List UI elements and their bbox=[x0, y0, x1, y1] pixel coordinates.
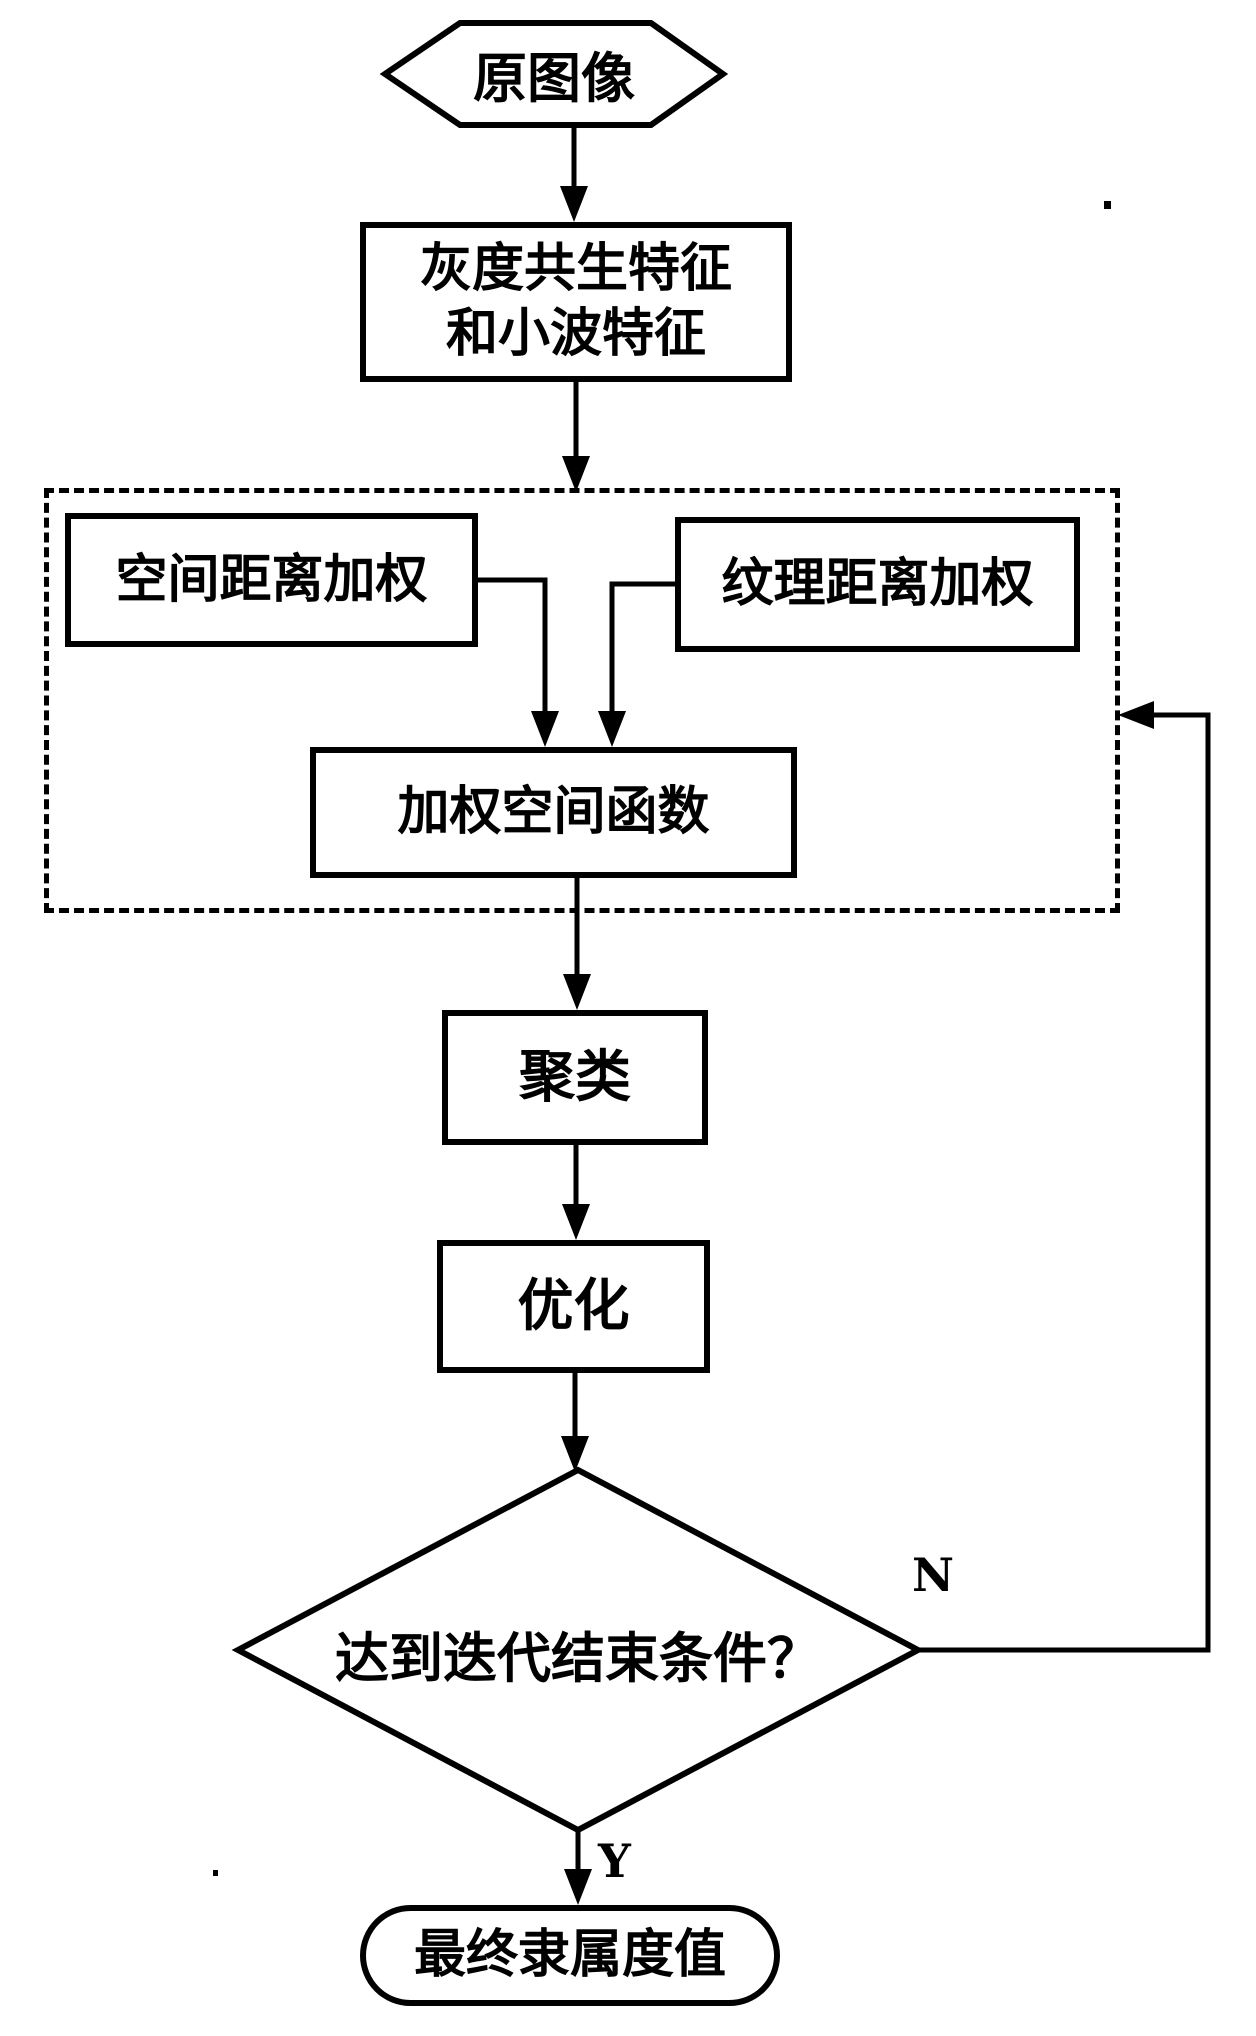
source-hexagon-shape bbox=[379, 20, 729, 128]
spatial-label: 空间距离加权 bbox=[115, 549, 428, 610]
arrowhead-cluster-icon bbox=[563, 974, 591, 1010]
arrowhead-optimize-icon bbox=[562, 1204, 590, 1240]
source-label: 原图像 bbox=[473, 46, 635, 110]
scan-speck-top-right bbox=[1104, 201, 1111, 209]
decision-label: 达到迭代结束条件？ bbox=[335, 1626, 821, 1690]
arrowhead-group-entry-icon bbox=[562, 456, 590, 492]
arrowhead-no-loop-icon bbox=[1118, 701, 1154, 729]
node-weighted-spatial-function: 加权空间函数 bbox=[310, 747, 797, 878]
node-spatial-distance-weighting: 空间距离加权 bbox=[65, 513, 478, 647]
arrowhead-weighted-left-icon bbox=[531, 711, 559, 747]
weighted-label: 加权空间函数 bbox=[397, 782, 710, 842]
edge-texture-to-weighted bbox=[609, 581, 675, 715]
node-final-membership-value: 最终隶属度值 bbox=[360, 1905, 780, 2006]
arrowhead-weighted-right-icon bbox=[598, 711, 626, 747]
node-optimization: 优化 bbox=[437, 1240, 710, 1373]
optimize-label: 优化 bbox=[517, 1273, 630, 1339]
node-clustering: 聚类 bbox=[442, 1010, 708, 1145]
features-label-line2: 和小波特征 bbox=[445, 304, 706, 364]
scan-speck-bottom-left bbox=[213, 1870, 218, 1876]
branch-label-yes: Y bbox=[598, 1834, 631, 1888]
arrowhead-features-icon bbox=[560, 186, 588, 222]
arrowhead-decision-icon bbox=[561, 1436, 589, 1472]
edge-decision-no-loop bbox=[918, 712, 1211, 1653]
decision-diamond-shape bbox=[231, 1466, 925, 1834]
arrowhead-result-icon bbox=[564, 1869, 592, 1905]
cluster-label: 聚类 bbox=[519, 1044, 631, 1110]
texture-label: 纹理距离加权 bbox=[721, 554, 1034, 614]
node-features: 灰度共生特征 和小波特征 bbox=[360, 222, 792, 382]
branch-label-no: N bbox=[912, 1548, 955, 1602]
features-label-line1: 灰度共生特征 bbox=[419, 239, 732, 299]
edge-spatial-to-weighted bbox=[478, 577, 548, 715]
node-texture-distance-weighting: 纹理距离加权 bbox=[675, 517, 1080, 652]
result-label: 最终隶属度值 bbox=[413, 1925, 726, 1985]
